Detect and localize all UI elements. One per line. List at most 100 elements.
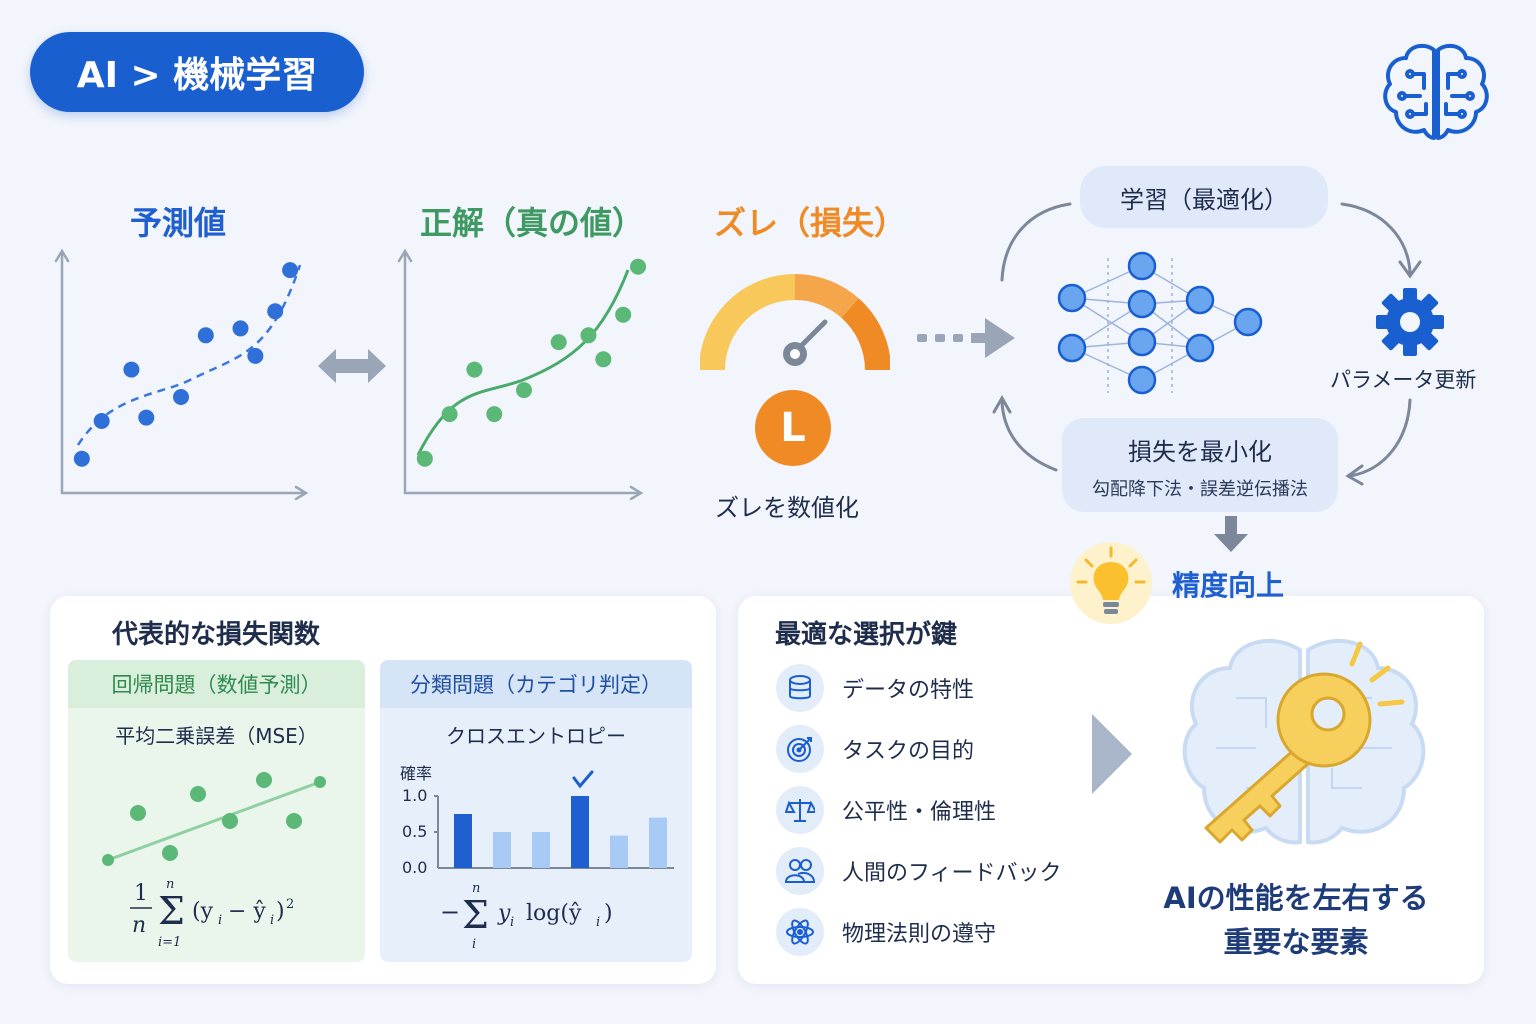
- check-icon: [572, 770, 594, 789]
- lightbulb-icon: [1076, 546, 1146, 614]
- classification-panel: 分類問題（カテゴリ判定） クロスエントロピー: [380, 660, 692, 962]
- data-point: [138, 409, 155, 426]
- people-icon: [776, 847, 824, 895]
- svg-text:i: i: [472, 937, 476, 952]
- scale-icon: [776, 786, 824, 834]
- list-item-label: 人間のフィードバック: [842, 861, 1062, 886]
- compare-arrow-icon: [318, 349, 386, 383]
- ground-truth-title: 正解（真の値）: [420, 204, 645, 242]
- ground-truth-scatter-chart: [397, 248, 647, 500]
- data-point: [486, 406, 503, 423]
- list-item-label: 物理法則の遵守: [842, 922, 997, 947]
- tick-label: 1.0: [402, 786, 428, 805]
- prediction-trend-line: [76, 264, 302, 446]
- data-point: [441, 406, 458, 423]
- svg-text:n: n: [166, 877, 174, 892]
- conclusion-text: AIの性能を左右する 重要な要素: [1146, 876, 1446, 964]
- loss-title: ズレ（損失）: [714, 204, 907, 242]
- key-brain-illustration: [1182, 639, 1426, 845]
- data-point: [466, 361, 483, 378]
- data-point: [580, 327, 597, 344]
- data-point: [550, 334, 567, 351]
- data-point: [416, 450, 433, 467]
- accuracy-label: 精度向上: [1172, 569, 1285, 602]
- probability-bar: [610, 835, 628, 868]
- data-point: [173, 389, 189, 405]
- probability-bar: [454, 814, 472, 868]
- svg-text:i: i: [270, 913, 274, 928]
- atom-icon: [776, 908, 824, 956]
- prediction-title: 予測値: [130, 204, 227, 242]
- regression-panel: 回帰問題（数値予測） 平均二乗誤差（MSE）: [68, 660, 365, 962]
- svg-text:i: i: [510, 915, 514, 930]
- minimize-loss-box: 損失を最小化 勾配降下法・誤差逆伝播法: [1062, 418, 1338, 512]
- conclusion-line1: AIの性能を左右する: [1163, 881, 1429, 915]
- flow-arrow-icon: [917, 318, 1015, 358]
- list-item: 人間のフィードバック: [776, 847, 1076, 895]
- classification-header: 分類問題（カテゴリ判定）: [380, 660, 692, 708]
- prob-axis-label: 確率: [400, 764, 433, 783]
- list-item-label: データの特性: [842, 678, 975, 703]
- param-update-label: パラメータ更新: [1330, 368, 1477, 392]
- minimize-title: 損失を最小化: [1128, 438, 1272, 466]
- tick-label: 0.0: [402, 858, 428, 877]
- list-item-label: タスクの目的: [842, 739, 975, 764]
- data-point: [197, 327, 214, 344]
- down-arrow-icon: [1214, 516, 1248, 552]
- svg-text:n: n: [472, 881, 480, 896]
- lightbulb-badge: [1070, 542, 1152, 624]
- svg-text:i=1: i=1: [158, 935, 181, 950]
- choice-list: データの特性 タスクの目的 公平性・倫理性 人間のフィードバック 物理法則の遵守: [776, 664, 1076, 956]
- minimize-subtitle: 勾配降下法・誤差逆伝播法: [1092, 479, 1308, 500]
- loss-gauge: [700, 274, 890, 371]
- svg-text:2: 2: [286, 897, 294, 912]
- svg-text:): ): [276, 899, 285, 924]
- learning-cycle-arrows: [992, 202, 1422, 486]
- data-point: [595, 351, 612, 368]
- brain-circuit-icon: [1383, 43, 1489, 140]
- svg-text:Σ: Σ: [158, 889, 185, 933]
- conclusion-line2: 重要な要素: [1223, 925, 1369, 959]
- learning-title: 学習（最適化）: [1080, 166, 1328, 228]
- mse-formula: 1 n n Σ i=1 (y i − ŷ i )2: [130, 877, 294, 950]
- data-point: [615, 306, 632, 323]
- list-item-label: 公平性・倫理性: [842, 800, 997, 825]
- data-point: [93, 413, 110, 429]
- regression-header: 回帰問題（数値予測）: [68, 660, 365, 708]
- data-point: [630, 258, 647, 275]
- target-icon: [776, 725, 824, 773]
- svg-text:i: i: [596, 915, 600, 930]
- probability-bar: [649, 817, 667, 868]
- regression-mini-chart: [102, 772, 326, 866]
- data-point: [232, 320, 249, 337]
- svg-text:−: −: [440, 898, 460, 926]
- svg-text:Σ: Σ: [462, 893, 489, 937]
- prediction-scatter-chart: [54, 248, 309, 500]
- loss-functions-title: 代表的な損失関数: [112, 620, 321, 650]
- loss-caption: ズレを数値化: [715, 494, 859, 522]
- breadcrumb[interactable]: AI > 機械学習: [30, 32, 364, 112]
- cross-entropy-name: クロスエントロピー: [446, 724, 626, 748]
- probability-bar-chart: [434, 770, 674, 869]
- svg-text:): ): [604, 901, 613, 926]
- gear-icon: [1376, 288, 1444, 356]
- tick-label: 0.5: [402, 822, 428, 841]
- svg-text:y: y: [497, 901, 511, 926]
- data-point: [73, 450, 90, 467]
- svg-text:− ŷ: − ŷ: [228, 899, 266, 924]
- svg-text:1: 1: [134, 881, 148, 906]
- database-icon: [776, 664, 824, 712]
- svg-text:(y: (y: [192, 899, 214, 924]
- choice-title: 最適な選択が鍵: [775, 620, 958, 650]
- svg-text:log(ŷ: log(ŷ: [526, 901, 582, 926]
- probability-bar: [493, 832, 511, 868]
- svg-text:n: n: [132, 913, 146, 938]
- loss-badge: L: [755, 390, 831, 466]
- triangle-arrow-icon: [1092, 714, 1132, 794]
- svg-text:i: i: [218, 913, 222, 928]
- data-point: [123, 361, 140, 378]
- probability-bar: [532, 832, 550, 868]
- data-point: [267, 303, 284, 320]
- list-item: データの特性: [776, 664, 1076, 712]
